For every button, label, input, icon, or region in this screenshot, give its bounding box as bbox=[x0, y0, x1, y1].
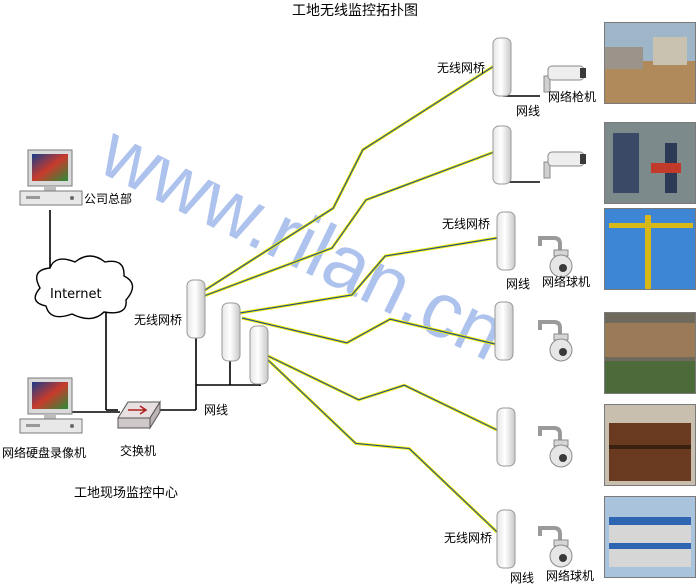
bullet-camera-icon bbox=[543, 151, 587, 179]
wireless-link-1 bbox=[201, 65, 495, 293]
cable-connections bbox=[49, 95, 540, 413]
site-1-cable-label: 网线 bbox=[516, 104, 541, 118]
dome-camera-icon bbox=[538, 236, 574, 279]
site-3-cable-label: 网线 bbox=[506, 277, 531, 291]
site-photo-5 bbox=[604, 404, 696, 486]
site-6-bridge-label: 无线网桥 bbox=[444, 531, 493, 545]
site-3-camera-label: 网络球机 bbox=[542, 275, 591, 289]
wireless-link-6 bbox=[267, 359, 498, 533]
hq-label: 公司总部 bbox=[84, 192, 133, 206]
site-1-camera-label: 网络枪机 bbox=[548, 90, 597, 104]
wireless-bridge-icon bbox=[492, 37, 512, 97]
pc-monitor-icon bbox=[19, 377, 83, 434]
site-1-bridge-label: 无线网桥 bbox=[437, 61, 486, 75]
wireless-bridge-icon bbox=[496, 509, 516, 569]
watermark: www.rilan.cn bbox=[87, 106, 520, 377]
pc-monitor-icon bbox=[19, 149, 83, 206]
center-cable-label: 网线 bbox=[204, 403, 229, 417]
site-3-bridge-label: 无线网桥 bbox=[442, 217, 491, 231]
wireless-bridge-icon bbox=[249, 325, 269, 385]
wireless-bridge-icon bbox=[496, 407, 516, 467]
site-photo-1 bbox=[604, 22, 696, 104]
site-6-camera-label: 网络球机 bbox=[546, 569, 595, 583]
wireless-bridge-icon bbox=[186, 279, 206, 339]
dome-camera-icon bbox=[538, 426, 574, 469]
center-label: 工地现场监控中心 bbox=[74, 486, 179, 501]
internet-label: Internet bbox=[50, 287, 102, 302]
site-photo-6 bbox=[604, 496, 696, 578]
dome-camera-icon bbox=[538, 320, 574, 363]
switch-label: 交换机 bbox=[120, 444, 157, 458]
wireless-bridge-icon bbox=[492, 125, 512, 185]
cloud-icon bbox=[34, 255, 134, 320]
wireless-link-2 bbox=[203, 151, 495, 297]
wireless-link-4 bbox=[241, 317, 496, 345]
wireless-bridge-icon bbox=[496, 211, 516, 271]
wireless-bridge-icon bbox=[221, 302, 241, 362]
site-photo-3 bbox=[604, 208, 696, 290]
wireless-link-3 bbox=[239, 237, 498, 314]
wireless-link-5 bbox=[265, 354, 498, 431]
center-bridge-label: 无线网桥 bbox=[134, 313, 183, 327]
dome-camera-icon bbox=[538, 526, 574, 569]
wireless-bridge-icon bbox=[494, 301, 514, 361]
wireless-links bbox=[201, 64, 499, 534]
site-photo-4 bbox=[604, 312, 696, 394]
switch-icon bbox=[117, 400, 161, 430]
site-6-cable-label: 网线 bbox=[510, 571, 535, 585]
nvr-label: 网络硬盘录像机 bbox=[2, 446, 87, 460]
site-photo-2 bbox=[604, 122, 696, 204]
diagram-title: 工地无线监控拓扑图 bbox=[292, 3, 418, 19]
bullet-camera-icon bbox=[543, 65, 587, 93]
